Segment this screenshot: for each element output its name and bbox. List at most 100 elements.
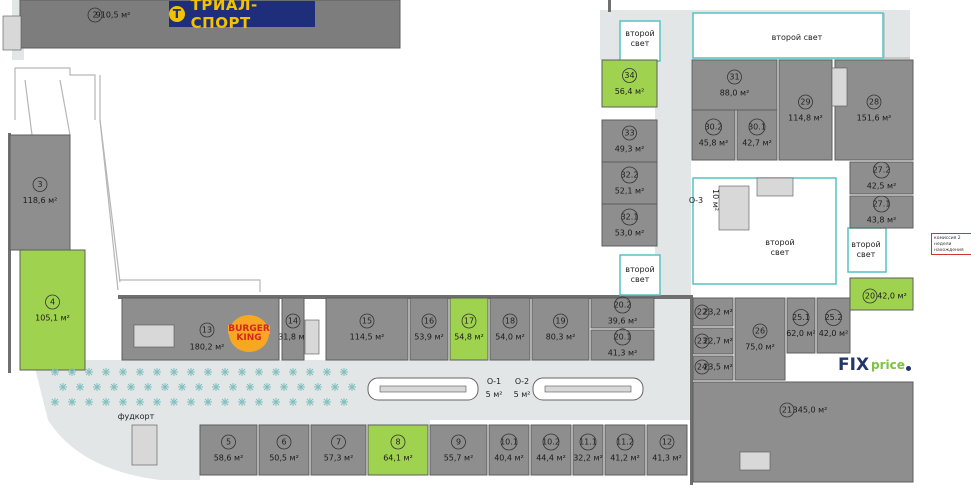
table-icon [289,398,297,406]
unit-area: 50,5 м² [269,454,299,463]
unit-shape[interactable] [646,424,688,476]
unit-number-circle [390,434,406,450]
unit-number: 4 [50,298,55,307]
table-icon [204,368,212,376]
unit-32-1[interactable]: 32.153,0 м² [601,203,658,247]
unit-shape[interactable] [9,134,71,251]
unit-shape[interactable] [531,297,590,361]
stairs-ne [831,67,848,107]
unit-shape[interactable] [367,424,429,476]
table-icon [280,383,288,391]
table-icon [110,383,118,391]
unit-shape[interactable] [692,381,914,483]
unit-25-2[interactable]: 25.242,0 м² [816,297,851,354]
unit-11-2[interactable]: 11.241,2 м² [604,424,646,476]
unit-number: 30.2 [705,123,723,132]
unit-shape[interactable] [258,424,310,476]
unit-number-circle [502,313,518,329]
unit-shape[interactable] [199,424,258,476]
o1-label: О-1 [487,377,501,386]
unit-number: 25.2 [825,313,843,322]
unit-number-circle [694,333,710,349]
unit-20-1[interactable]: 20.141,3 м² [590,328,655,361]
unit-number: 17 [464,317,474,326]
unit-shape[interactable] [601,59,658,108]
unit-shape[interactable] [281,297,305,361]
unit-9[interactable]: 955,7 м² [429,424,488,476]
unit-number: 5 [226,438,231,447]
unit-32-2[interactable]: 32.252,1 м² [601,161,658,205]
unit-shape[interactable] [849,277,914,311]
unit-10-2[interactable]: 10.244,4 м² [530,424,572,476]
unit-number: 2 [92,11,97,20]
table-icon [204,398,212,406]
unit-shape[interactable] [409,297,449,361]
unit-8[interactable]: 864,1 м² [367,424,429,476]
unit-number-circle [621,166,638,184]
note-box: комиссия 2 недели нахождения [931,233,971,255]
unit-20-2[interactable]: 20.239,6 м² [590,296,655,329]
food-court-floor [33,360,690,480]
unit-shape[interactable] [489,297,531,361]
table-icon [68,398,76,406]
unit-area: 910,5 м² [96,11,131,20]
unit-7[interactable]: 757,3 м² [310,424,367,476]
unit-number: 20.2 [614,301,632,310]
o2-label: О-2 [515,377,529,386]
unit-number: 29 [800,98,810,107]
unit-number-circle [622,125,637,141]
unit-30-1[interactable]: 30.142,7 м² [736,109,778,161]
unit-shape[interactable] [778,59,833,161]
fix-price-logo: FIX price [838,355,911,375]
table-icon [297,383,305,391]
unit-30-2[interactable]: 30.245,8 м² [691,109,736,161]
unit-27-2[interactable]: 27.242,5 м² [849,161,914,195]
unit-number-circle [616,433,634,451]
unit-area: 75,0 м² [745,343,775,352]
unit-shape[interactable] [601,119,658,163]
unit-25-1[interactable]: 25.162,0 м² [786,297,816,354]
unit-27-1[interactable]: 27.143,8 м² [849,195,914,229]
unit-shape[interactable] [449,297,489,361]
unit-shape[interactable] [19,249,86,371]
second-light-3a: второй [765,238,794,247]
unit-shape[interactable] [734,297,786,381]
unit-11-1[interactable]: 11.132,2 м² [572,424,604,476]
unit-number: 10.1 [500,438,518,447]
table-icon [263,383,271,391]
unit-shape[interactable] [692,297,734,327]
unit-6[interactable]: 650,5 м² [258,424,310,476]
unit-shape[interactable] [325,297,409,361]
unit-shape[interactable] [691,59,778,111]
unit-shape[interactable] [429,424,488,476]
unit-shape[interactable] [834,59,914,161]
unit-number: 25.1 [792,313,810,322]
unit-5[interactable]: 558,6 м² [199,424,258,476]
table-icon [238,368,246,376]
unit-shape[interactable] [310,424,367,476]
unit-area: 114,5 м² [350,333,385,342]
unit-10-1[interactable]: 10.140,4 м² [488,424,530,476]
unit-number-circle [500,433,518,451]
unit-shape[interactable] [692,327,734,355]
